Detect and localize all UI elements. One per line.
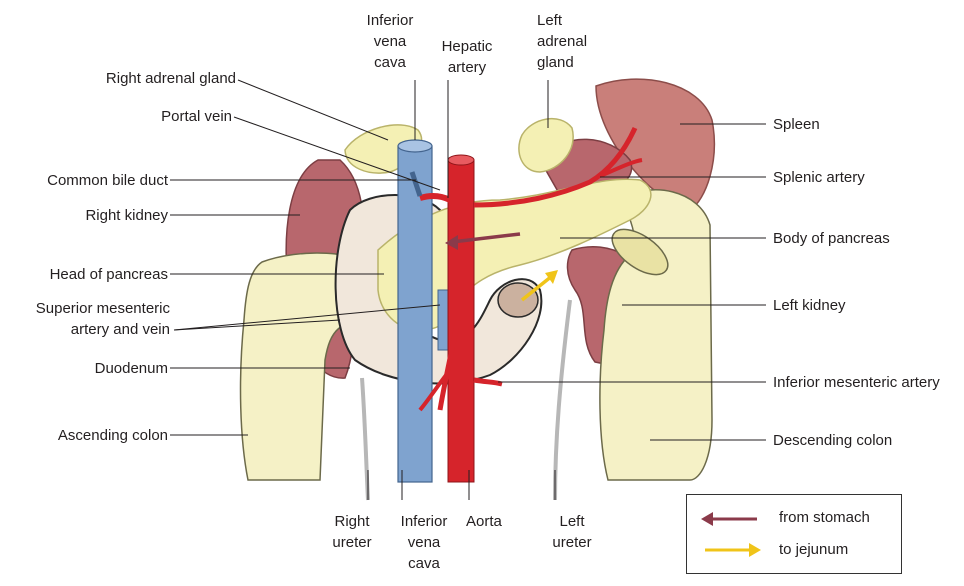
leader-right-adrenal-gland <box>238 80 388 140</box>
label-portal-vein: Portal vein <box>60 106 232 127</box>
label-splenic-artery: Splenic artery <box>773 167 865 188</box>
label-ascending-colon: Ascending colon <box>10 425 168 446</box>
duodenum-cut-lower <box>498 283 538 317</box>
left-ureter-vessel <box>555 300 570 500</box>
label-aorta: Aorta <box>466 511 502 532</box>
legend-from-stomach-arrowhead <box>701 512 713 526</box>
aorta-vessel <box>448 160 474 482</box>
label-right-ureter: Right ureter <box>324 511 380 553</box>
right-ureter-vessel <box>362 378 368 500</box>
hepatic-artery-vessel <box>420 196 450 200</box>
label-common-bile-duct: Common bile duct <box>10 170 168 191</box>
label-body-of-pancreas: Body of pancreas <box>773 228 890 249</box>
label-inferior-mesenteric-artery: Inferior mesenteric artery <box>773 372 940 393</box>
label-left-kidney: Left kidney <box>773 295 846 316</box>
legend-arrows <box>687 495 903 575</box>
aorta-top-end <box>448 155 474 165</box>
ivc-top-end <box>398 140 432 152</box>
legend-to-jejunum-arrowhead <box>749 543 761 557</box>
label-hepatic-artery: Hepatic artery <box>432 36 502 78</box>
legend-from-stomach-label: from stomach <box>779 509 870 526</box>
label-ivc-top: Inferior vena cava <box>360 10 420 73</box>
label-left-ureter: Left ureter <box>544 511 600 553</box>
label-superior-mesenteric: Superior mesenteric artery and vein <box>4 298 170 340</box>
legend-to-jejunum-label: to jejunum <box>779 541 848 558</box>
legend: from stomach to jejunum <box>686 494 902 574</box>
label-ivc-bottom: Inferior vena cava <box>394 511 454 574</box>
inferior-mesenteric-artery-vessel <box>474 380 502 384</box>
label-right-kidney: Right kidney <box>10 205 168 226</box>
label-spleen: Spleen <box>773 114 820 135</box>
label-head-of-pancreas: Head of pancreas <box>10 264 168 285</box>
label-descending-colon: Descending colon <box>773 430 892 451</box>
label-right-adrenal-gland: Right adrenal gland <box>60 68 236 89</box>
label-left-adrenal-gland: Left adrenal gland <box>537 10 587 73</box>
label-duodenum: Duodenum <box>10 358 168 379</box>
